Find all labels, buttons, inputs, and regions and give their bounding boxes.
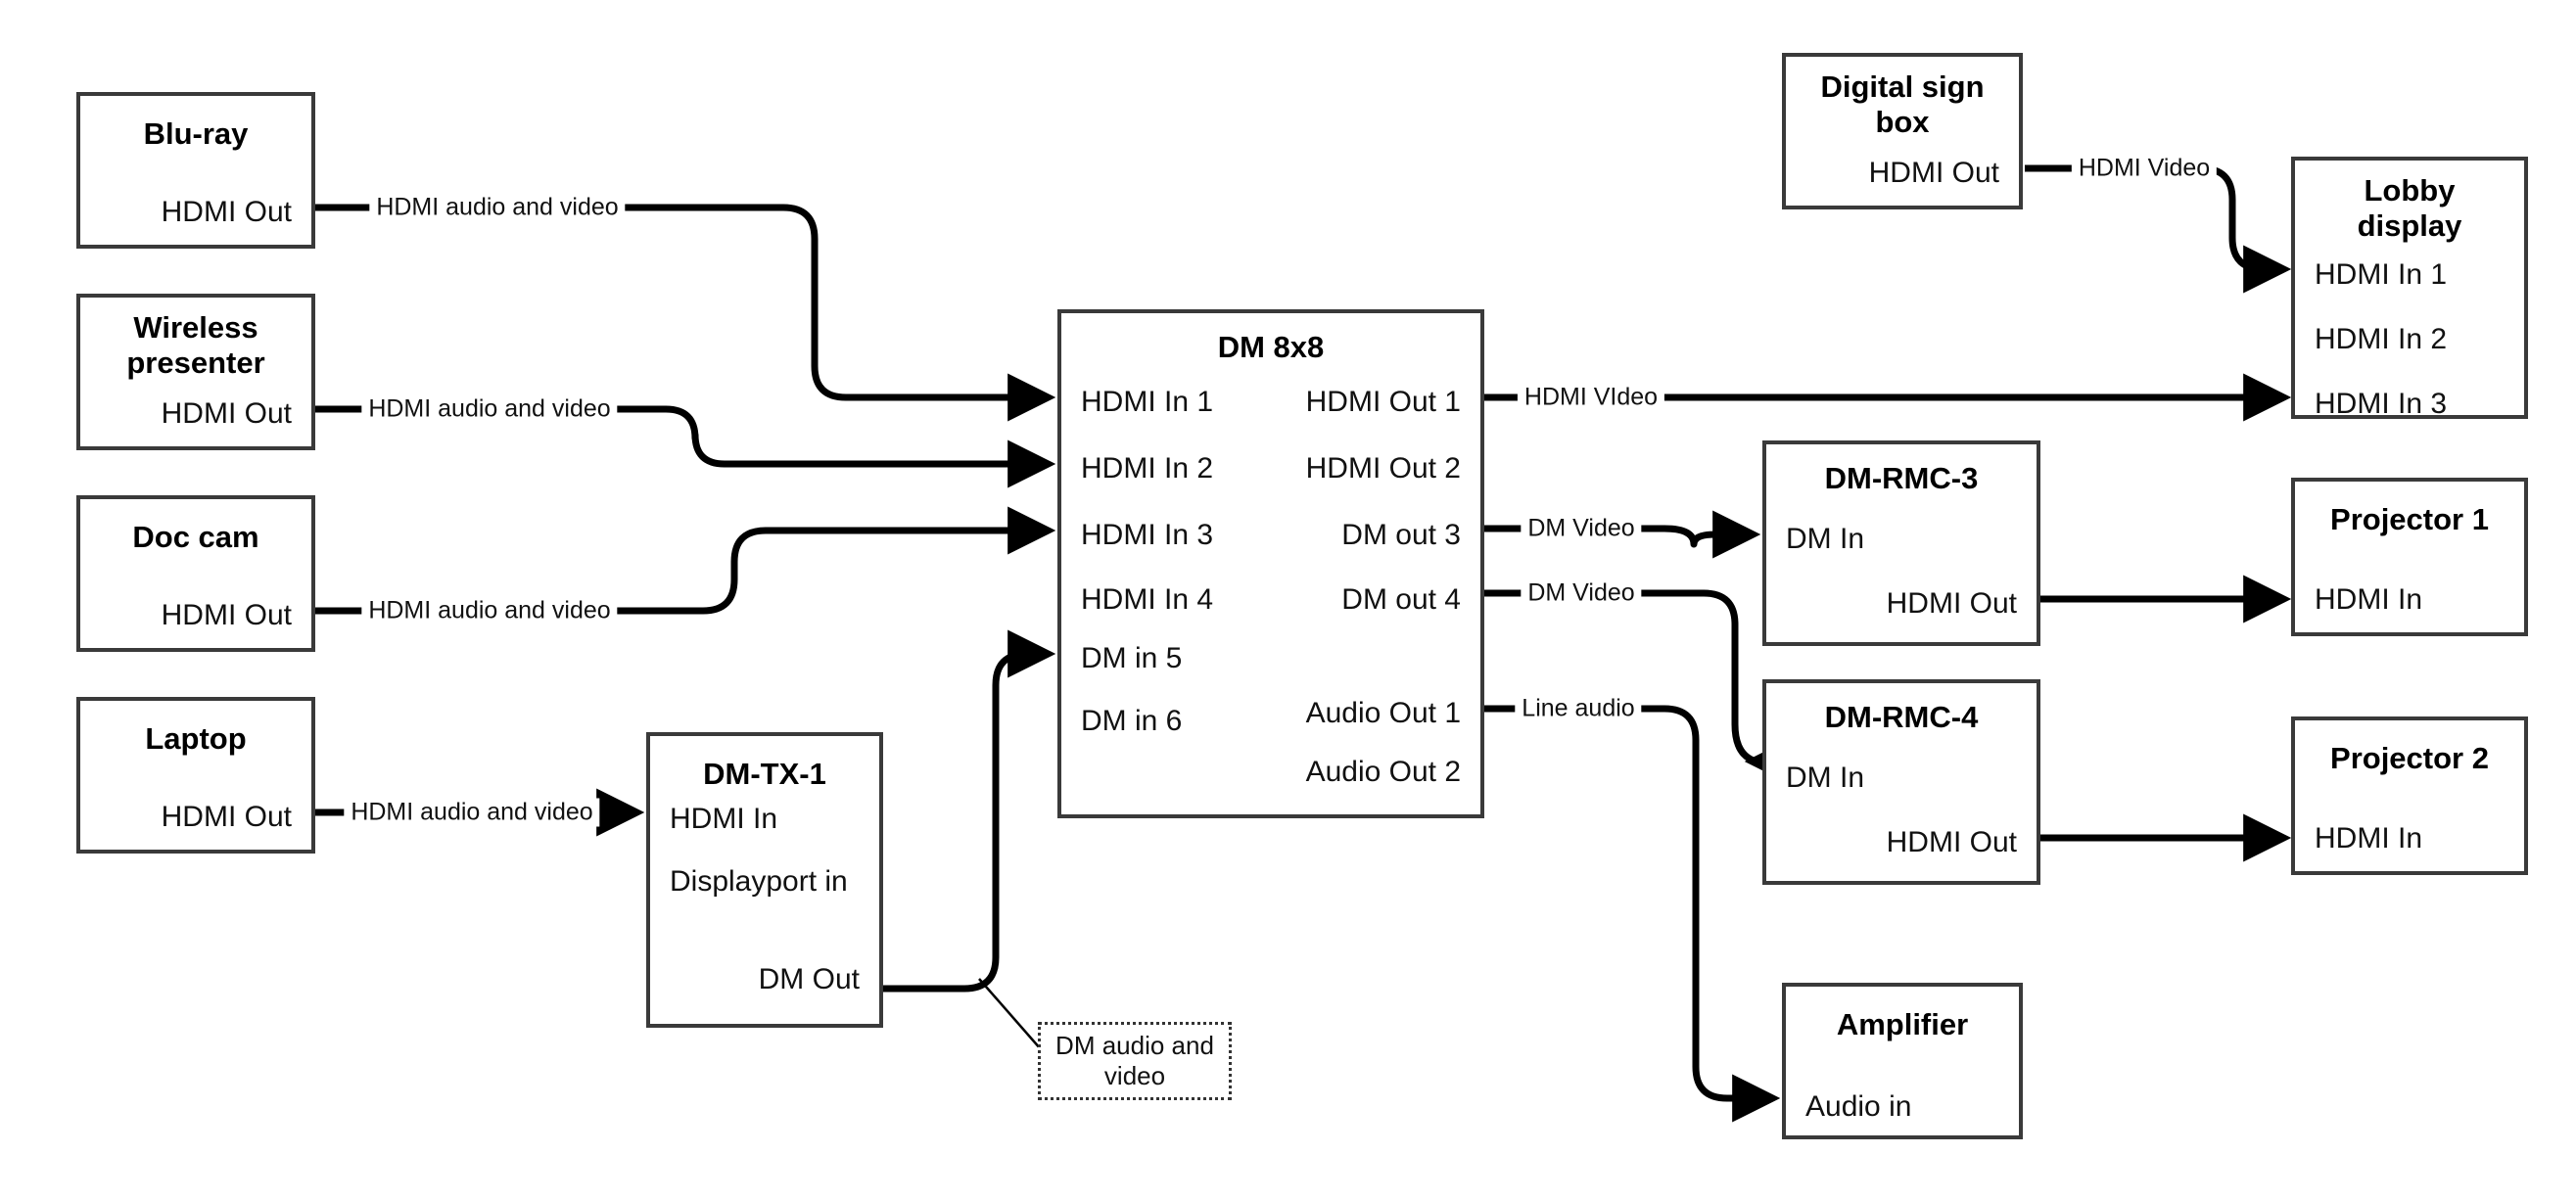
wire-label-wireless-to-in2: HDMI audio and video bbox=[361, 394, 618, 424]
wire-dm8x8-out4-to-rmc4 bbox=[1484, 589, 1793, 786]
wire-wireless-to-dm8x8-in2 bbox=[315, 405, 1056, 488]
wire-label-doccam-to-in3: HDMI audio and video bbox=[361, 596, 618, 625]
node-projector-2-title: Projector 2 bbox=[2330, 741, 2489, 775]
note-dm-audio-and-video-text: DM audio and video bbox=[1055, 1030, 1214, 1090]
wire-dm8x8-audio1-to-amplifier bbox=[1484, 705, 1781, 1123]
node-wireless-presenter-port-hdmi-out[interactable]: HDMI Out bbox=[161, 397, 292, 430]
node-dm-rmc-4-port-dm-in[interactable]: DM In bbox=[1786, 762, 1865, 794]
node-dm-8x8-input-dm-in-6[interactable]: DM in 6 bbox=[1081, 705, 1183, 737]
node-dm-8x8-output-hdmi-out-2[interactable]: HDMI Out 2 bbox=[1305, 452, 1461, 485]
node-dm-tx-1-port-dm-out[interactable]: DM Out bbox=[758, 963, 860, 995]
node-dm-rmc-3-port-dm-in[interactable]: DM In bbox=[1786, 523, 1865, 555]
node-wireless-presenter[interactable]: Wireless presenter HDMI Out bbox=[76, 294, 315, 450]
node-projector-2-port-hdmi-in[interactable]: HDMI In bbox=[2315, 822, 2423, 855]
node-dm-8x8-output-hdmi-out-1[interactable]: HDMI Out 1 bbox=[1305, 386, 1461, 418]
node-lobby-display-title-line1: Lobby bbox=[2364, 173, 2456, 208]
node-laptop[interactable]: Laptop HDMI Out bbox=[76, 697, 315, 854]
node-dm-rmc-4-title: DM-RMC-4 bbox=[1824, 700, 1979, 734]
node-amplifier[interactable]: Amplifier Audio in bbox=[1782, 983, 2023, 1139]
node-lobby-display-input-hdmi-in-1[interactable]: HDMI In 1 bbox=[2315, 258, 2448, 291]
node-laptop-port-hdmi-out[interactable]: HDMI Out bbox=[161, 801, 292, 833]
node-amplifier-title: Amplifier bbox=[1836, 1007, 1969, 1041]
node-dm-rmc-4[interactable]: DM-RMC-4 DM In HDMI Out bbox=[1762, 679, 2040, 885]
node-amplifier-port-audio-in[interactable]: Audio in bbox=[1805, 1090, 1912, 1123]
wire-label-audio1-to-amp: Line audio bbox=[1515, 694, 1642, 723]
wire-label-out1-to-lobby3: HDMI VIdeo bbox=[1517, 383, 1665, 412]
node-laptop-title: Laptop bbox=[145, 721, 247, 756]
node-dm-8x8-input-hdmi-in-4[interactable]: HDMI In 4 bbox=[1081, 583, 1214, 616]
node-dm-tx-1-port-displayport-in[interactable]: Displayport in bbox=[670, 865, 848, 898]
node-projector-1-title: Projector 1 bbox=[2330, 502, 2489, 536]
wire-sign-to-lobby-in1 bbox=[2025, 164, 2292, 294]
node-wireless-presenter-title-line2: presenter bbox=[126, 346, 265, 380]
wire-dm8x8-out3-to-rmc3 bbox=[1484, 510, 1761, 559]
node-dm-rmc-3-title: DM-RMC-3 bbox=[1824, 461, 1979, 495]
node-lobby-display-title-line2: display bbox=[2357, 208, 2462, 243]
node-dm-8x8[interactable]: DM 8x8 HDMI In 1 HDMI In 2 HDMI In 3 HDM… bbox=[1057, 309, 1484, 818]
wire-doccam-to-dm8x8-in3 bbox=[315, 506, 1056, 615]
node-dm-rmc-3-port-hdmi-out[interactable]: HDMI Out bbox=[1886, 587, 2017, 620]
node-bluray-title: Blu-ray bbox=[143, 116, 249, 151]
wire-label-laptop-to-dmtx1: HDMI audio and video bbox=[344, 798, 600, 827]
node-dm-tx-1-title: DM-TX-1 bbox=[703, 757, 826, 791]
wire-label-out3-to-rmc3: DM Video bbox=[1521, 514, 1642, 543]
node-digital-sign-box-title-line1: Digital sign bbox=[1820, 69, 1985, 104]
wire-label-out4-to-rmc4: DM Video bbox=[1521, 578, 1642, 608]
node-lobby-display[interactable]: Lobby display HDMI In 1 HDMI In 2 HDMI I… bbox=[2291, 157, 2528, 420]
node-dm-rmc-4-port-hdmi-out[interactable]: HDMI Out bbox=[1886, 826, 2017, 858]
node-digital-sign-box-port-hdmi-out[interactable]: HDMI Out bbox=[1868, 157, 1999, 189]
node-dm-8x8-input-hdmi-in-1[interactable]: HDMI In 1 bbox=[1081, 386, 1214, 418]
node-doc-cam-port-hdmi-out[interactable]: HDMI Out bbox=[161, 599, 292, 631]
node-wireless-presenter-title-line1: Wireless bbox=[133, 310, 258, 345]
node-projector-1[interactable]: Projector 1 HDMI In bbox=[2291, 478, 2528, 636]
node-lobby-display-input-hdmi-in-2[interactable]: HDMI In 2 bbox=[2315, 323, 2448, 355]
wire-label-sign-to-lobby1: HDMI Video bbox=[2071, 154, 2218, 183]
wire-label-bluray-to-in1: HDMI audio and video bbox=[369, 193, 626, 222]
node-dm-tx-1-port-hdmi-in[interactable]: HDMI In bbox=[670, 803, 778, 835]
node-dm-8x8-input-dm-in-5[interactable]: DM in 5 bbox=[1081, 642, 1183, 674]
node-bluray[interactable]: Blu-ray HDMI Out bbox=[76, 92, 315, 249]
node-dm-8x8-output-audio-out-2[interactable]: Audio Out 2 bbox=[1305, 756, 1461, 788]
node-projector-2[interactable]: Projector 2 HDMI In bbox=[2291, 716, 2528, 875]
wire-bluray-to-dm8x8-in1 bbox=[315, 204, 1056, 422]
node-doc-cam[interactable]: Doc cam HDMI Out bbox=[76, 495, 315, 652]
leader-line-dm-note bbox=[978, 978, 1049, 1058]
node-digital-sign-box-title-line2: box bbox=[1875, 105, 1930, 139]
node-lobby-display-input-hdmi-in-3[interactable]: HDMI In 3 bbox=[2315, 388, 2448, 420]
node-doc-cam-title: Doc cam bbox=[132, 520, 259, 554]
node-digital-sign-box[interactable]: Digital sign box HDMI Out bbox=[1782, 53, 2023, 209]
node-dm-tx-1[interactable]: DM-TX-1 HDMI In Displayport in DM Out bbox=[646, 732, 883, 1028]
node-dm-8x8-output-dm-out-3[interactable]: DM out 3 bbox=[1341, 519, 1461, 551]
note-dm-audio-and-video: DM audio and video bbox=[1038, 1022, 1232, 1100]
node-dm-8x8-input-hdmi-in-2[interactable]: HDMI In 2 bbox=[1081, 452, 1214, 485]
node-bluray-port-hdmi-out[interactable]: HDMI Out bbox=[161, 196, 292, 228]
node-dm-rmc-3[interactable]: DM-RMC-3 DM In HDMI Out bbox=[1762, 440, 2040, 646]
node-dm-8x8-output-dm-out-4[interactable]: DM out 4 bbox=[1341, 583, 1461, 616]
node-dm-8x8-input-hdmi-in-3[interactable]: HDMI In 3 bbox=[1081, 519, 1214, 551]
node-dm-8x8-title: DM 8x8 bbox=[1217, 330, 1325, 364]
node-projector-1-port-hdmi-in[interactable]: HDMI In bbox=[2315, 583, 2423, 616]
node-dm-8x8-output-audio-out-1[interactable]: Audio Out 1 bbox=[1305, 697, 1461, 729]
wire-dmtx1-to-dm8x8-in5 bbox=[883, 629, 1056, 993]
